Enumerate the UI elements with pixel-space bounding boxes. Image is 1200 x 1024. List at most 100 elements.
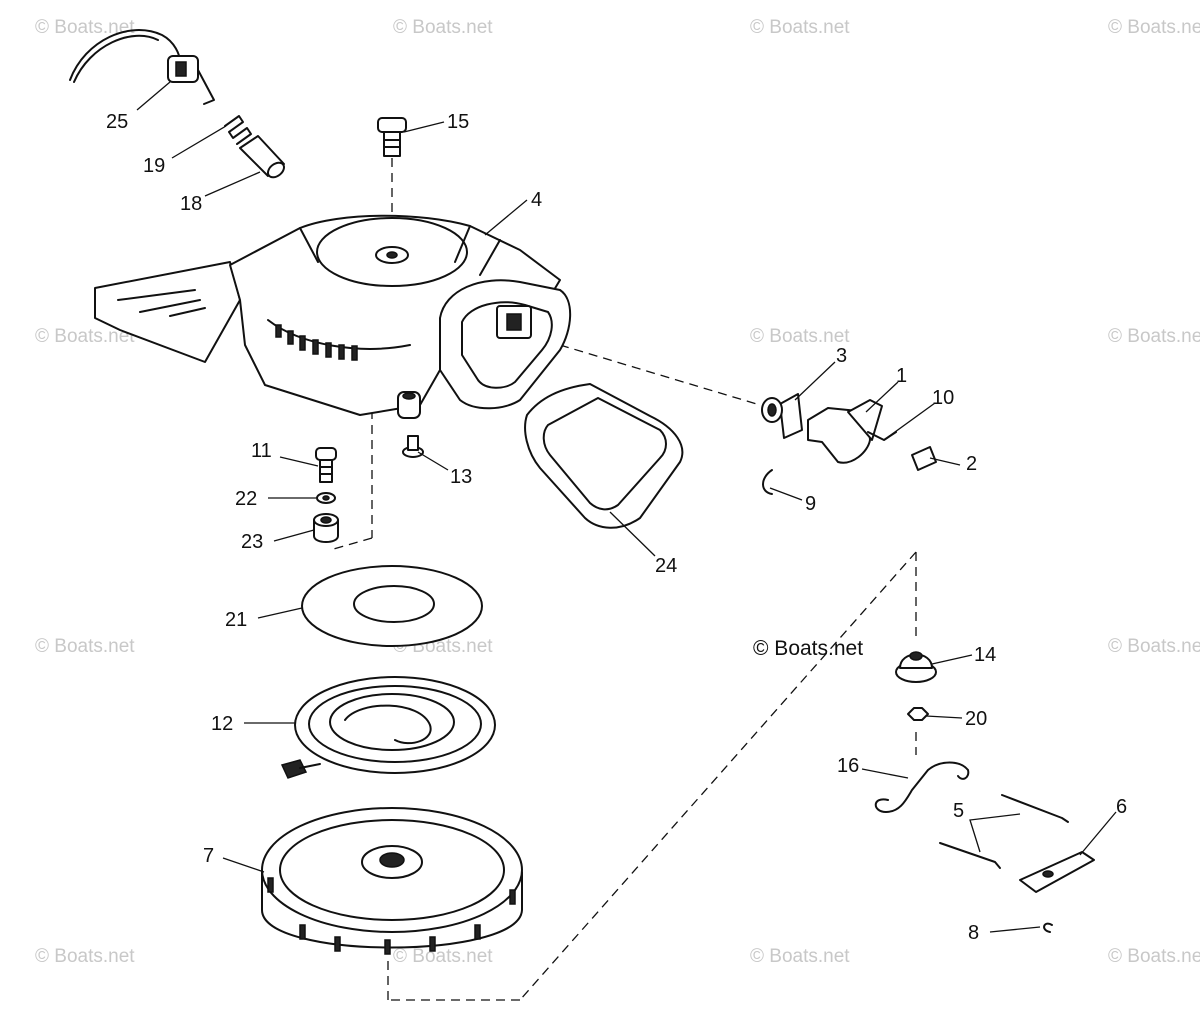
leader-line bbox=[969, 813, 1021, 853]
retainer-ring bbox=[1043, 922, 1053, 933]
guide-plate bbox=[779, 393, 803, 439]
callout-11: 11 bbox=[251, 440, 272, 462]
handle-end bbox=[847, 399, 883, 441]
part-19-spring bbox=[224, 115, 252, 145]
spacer-hole bbox=[320, 516, 332, 524]
housing-body bbox=[229, 214, 561, 416]
leader-line bbox=[484, 199, 528, 236]
washer-hole bbox=[322, 495, 330, 501]
leader-line bbox=[887, 402, 936, 438]
handle-pocket bbox=[439, 279, 572, 410]
bolt-shank bbox=[319, 459, 333, 483]
part-23-spacer bbox=[313, 513, 339, 543]
callout-3: 3 bbox=[836, 345, 847, 367]
pawl bbox=[939, 842, 1001, 869]
watermark: © Boats.net bbox=[750, 17, 850, 38]
callout-6: 6 bbox=[1116, 796, 1127, 818]
part-14-cap bbox=[895, 651, 937, 683]
guide-grommet-hole bbox=[767, 403, 777, 417]
spring-tail bbox=[299, 763, 321, 769]
screw-shank bbox=[407, 435, 419, 451]
housing-hole bbox=[386, 251, 398, 259]
callout-18: 18 bbox=[180, 193, 202, 215]
part-13-screw bbox=[402, 435, 424, 458]
plate-hole bbox=[1042, 870, 1054, 878]
part-4-starter-housing bbox=[94, 214, 561, 419]
leader-line bbox=[609, 511, 656, 557]
leader-line bbox=[769, 487, 803, 501]
housing-left-flange bbox=[94, 261, 241, 363]
callout-20: 20 bbox=[965, 708, 987, 730]
cable-wire bbox=[73, 34, 159, 83]
pocket-insert-hole bbox=[506, 313, 522, 331]
spring-end bbox=[280, 759, 308, 779]
callout-7: 7 bbox=[203, 845, 214, 867]
watermark: © Boats.net bbox=[393, 946, 493, 967]
housing-boss-hole bbox=[402, 392, 416, 400]
leader-line bbox=[279, 456, 319, 467]
leader-line bbox=[865, 381, 899, 413]
callout-25: 25 bbox=[106, 111, 128, 133]
callout-4: 4 bbox=[531, 189, 542, 211]
leader-lines bbox=[136, 81, 1117, 933]
watermark: © Boats.net bbox=[1108, 326, 1200, 347]
plate-inner bbox=[353, 585, 435, 623]
assembly-line bbox=[559, 344, 761, 406]
watermark: © Boats.net bbox=[1108, 946, 1200, 967]
callout-16: 16 bbox=[837, 755, 859, 777]
watermark: © Boats.net bbox=[393, 17, 493, 38]
housing-ribs bbox=[299, 225, 501, 276]
assembly-line bbox=[519, 551, 917, 1001]
switch-tab bbox=[197, 69, 215, 105]
pawl bbox=[1001, 794, 1069, 823]
part-12-rewind-spring bbox=[280, 676, 496, 779]
leader-line bbox=[929, 457, 961, 466]
callouts: 25 19 18 15 4 3 1 10 2 9 11 13 22 23 24 … bbox=[106, 111, 1127, 944]
part-1-starter-handle bbox=[807, 399, 897, 464]
insert-plate bbox=[911, 446, 937, 471]
callout-23: 23 bbox=[241, 531, 263, 553]
callout-9: 9 bbox=[805, 493, 816, 515]
assembly-line bbox=[329, 537, 373, 551]
watermark: © Boats.net bbox=[750, 326, 850, 347]
callout-2: 2 bbox=[966, 453, 977, 475]
callout-12: 12 bbox=[211, 713, 233, 735]
watermark: © Boats.net bbox=[35, 636, 135, 657]
leader-line bbox=[417, 451, 449, 471]
leader-line bbox=[204, 171, 261, 197]
part-21-spring-plate bbox=[301, 565, 483, 647]
switch-nut bbox=[175, 61, 187, 77]
part-25-cable-switch bbox=[69, 29, 215, 105]
housing-boss bbox=[397, 391, 421, 419]
leader-line bbox=[861, 768, 909, 779]
callout-8: 8 bbox=[968, 922, 979, 944]
part-16-pawl-spring bbox=[874, 761, 970, 813]
part-9-clip bbox=[762, 469, 773, 495]
center-credit: © Boats.net bbox=[753, 637, 863, 660]
callout-10: 10 bbox=[932, 387, 954, 409]
part-20-nut bbox=[907, 707, 929, 721]
watermarks: © Boats.net © Boats.net © Boats.net © Bo… bbox=[35, 17, 1200, 967]
spring-wire bbox=[874, 761, 970, 813]
callout-5: 5 bbox=[953, 800, 964, 822]
gasket-inner bbox=[542, 397, 667, 511]
part-3-rope-guide bbox=[761, 393, 803, 439]
part-11-bolt bbox=[315, 447, 337, 483]
callout-1: 1 bbox=[896, 365, 907, 387]
leader-line bbox=[989, 926, 1041, 933]
screw-head bbox=[377, 117, 407, 133]
leader-line bbox=[171, 125, 227, 159]
plate-body bbox=[1019, 851, 1095, 893]
spring-inner bbox=[344, 704, 432, 745]
spring-coil bbox=[224, 115, 252, 145]
part-24-handle-gasket bbox=[524, 383, 684, 529]
callout-22: 22 bbox=[235, 488, 257, 510]
part-8-retainer bbox=[1043, 922, 1053, 933]
part-7-rope-pulley bbox=[261, 807, 523, 955]
nut-body bbox=[907, 707, 929, 721]
part-2-handle-insert bbox=[911, 446, 937, 471]
callout-14: 14 bbox=[974, 644, 996, 666]
housing-ribs bbox=[117, 289, 206, 317]
